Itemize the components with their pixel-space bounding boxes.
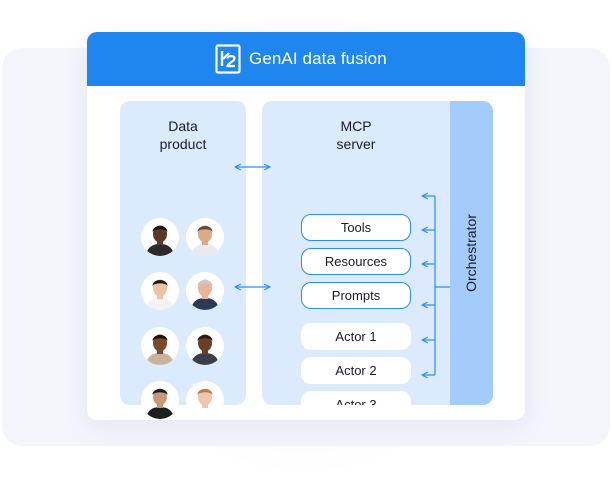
resources-pill: Resources [301, 248, 411, 275]
card-header: GenAI data fusion [87, 32, 525, 86]
person-avatar [141, 327, 179, 365]
mcp-server-title: MCP server [262, 117, 450, 153]
person-avatar [141, 218, 179, 256]
diagram-card: GenAI data fusion Data product MCP serve… [87, 32, 525, 420]
mcp-server-panel: MCP server Tools Resources Prompts Actor… [262, 101, 493, 405]
person-avatar [186, 381, 224, 419]
actor-1-pill: Actor 1 [301, 323, 411, 350]
person-avatar [141, 381, 179, 419]
person-avatar [186, 327, 224, 365]
data-product-title-line1: Data [168, 118, 198, 134]
person-avatar [186, 218, 224, 256]
header-title: GenAI data fusion [249, 49, 387, 68]
data-product-title-line2: product [159, 136, 207, 152]
k2-logo-icon [215, 44, 241, 74]
orchestrator-label: Orchestrator [463, 214, 479, 292]
orchestrator-bar [450, 101, 493, 405]
actor-2-pill: Actor 2 [301, 357, 411, 384]
mcp-server-title-line1: MCP [340, 118, 372, 134]
person-avatar [141, 272, 179, 310]
data-product-panel: Data product [120, 101, 246, 419]
tools-pill: Tools [301, 214, 411, 241]
mcp-server-title-line2: server [336, 136, 376, 152]
actor-3-pill: Actor 3 [301, 391, 411, 405]
person-avatar [186, 272, 224, 310]
data-product-title: Data product [120, 117, 246, 153]
prompts-pill: Prompts [301, 282, 411, 309]
